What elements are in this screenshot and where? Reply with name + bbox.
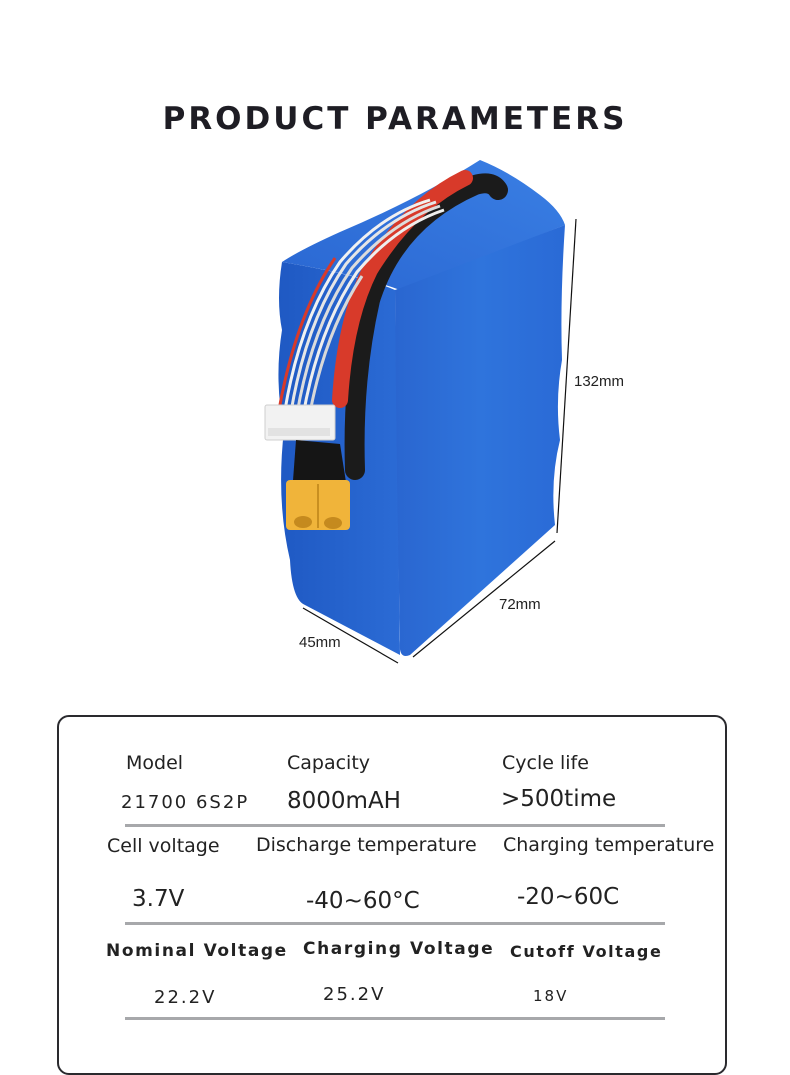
spec-value-charging-temperature: -20~60C bbox=[517, 884, 620, 910]
spec-label-capacity: Capacity bbox=[287, 752, 371, 774]
spec-label-charging-temperature: Charging temperature bbox=[503, 834, 715, 856]
spec-value-discharge-temperature: -40~60°C bbox=[306, 888, 420, 914]
row-divider bbox=[125, 922, 665, 925]
spec-label-cycle-life: Cycle life bbox=[502, 752, 589, 774]
spec-value-cycle-life: >500time bbox=[501, 786, 617, 812]
battery-pack-image: 132mm 72mm 45mm bbox=[250, 150, 650, 670]
height-dimension-label: 132mm bbox=[574, 373, 625, 390]
spec-value-capacity: 8000mAH bbox=[287, 788, 401, 814]
spec-value-model: 21700 6S2P bbox=[121, 792, 250, 813]
battery-pack-illustration bbox=[264, 160, 577, 664]
spec-label-model: Model bbox=[126, 752, 184, 774]
spec-label-charging-voltage: Charging Voltage bbox=[303, 939, 495, 959]
width-dimension-label: 45mm bbox=[299, 634, 341, 651]
row-divider bbox=[125, 824, 665, 827]
page-title: PRODUCT PARAMETERS bbox=[162, 100, 628, 137]
spec-label-nominal-voltage: Nominal Voltage bbox=[106, 941, 288, 961]
spec-value-charging-voltage: 25.2V bbox=[323, 984, 386, 1005]
spec-label-cutoff-voltage: Cutoff Voltage bbox=[510, 942, 663, 961]
row-divider bbox=[125, 1017, 665, 1020]
spec-value-cell-voltage: 3.7V bbox=[132, 886, 185, 912]
spec-label-discharge-temperature: Discharge temperature bbox=[256, 834, 477, 856]
spec-value-nominal-voltage: 22.2V bbox=[154, 987, 217, 1008]
length-dimension-label: 72mm bbox=[499, 596, 541, 613]
spec-label-cell-voltage: Cell voltage bbox=[107, 835, 220, 857]
spec-value-cutoff-voltage: 18V bbox=[533, 987, 569, 1005]
